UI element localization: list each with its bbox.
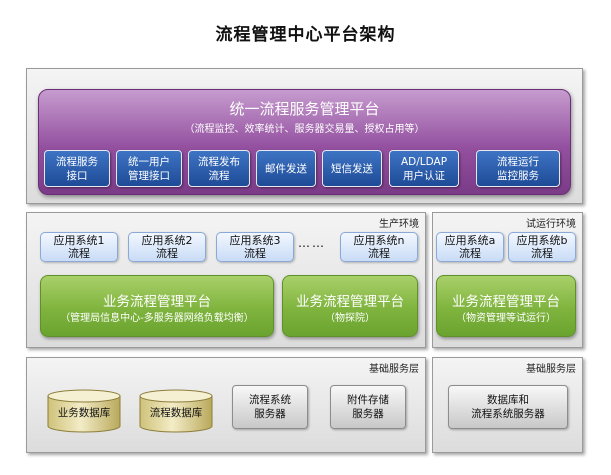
process-system-server[interactable]: 流程系统服务器: [232, 385, 308, 429]
bpm-platform-trial[interactable]: 业务流程管理平台 （物资管理等试运行）: [436, 275, 576, 337]
base-label-left: 基础服务层: [369, 364, 419, 375]
database-icon: [139, 389, 213, 433]
database-icon: [47, 389, 121, 433]
bpm-trial-subtitle: （物资管理等试运行）: [456, 313, 556, 324]
sms-send[interactable]: 短信发送: [322, 150, 382, 187]
bpm-platform-main[interactable]: 业务流程管理平台 （管理局信息中心-多服务器网络负载均衡）: [40, 275, 274, 337]
ellipsis: ……: [298, 236, 326, 250]
database-and-process-server[interactable]: 数据库和流程系统服务器: [448, 385, 568, 429]
process-monitor-service[interactable]: 流程运行监控服务: [476, 150, 560, 187]
base-label-right: 基础服务层: [526, 364, 576, 375]
bpm-platform-geophysical[interactable]: 业务流程管理平台 （物探院）: [282, 275, 418, 337]
bpm-geo-subtitle: （物探院）: [325, 313, 375, 324]
process-publish[interactable]: 流程发布流程: [188, 150, 250, 187]
attachment-storage-server[interactable]: 附件存储服务器: [330, 385, 406, 429]
bpm-trial-title: 业务流程管理平台: [452, 294, 560, 310]
unified-platform-title: 统一流程服务管理平台: [229, 100, 380, 118]
bpm-geo-title: 业务流程管理平台: [296, 294, 404, 310]
page-title: 流程管理中心平台架构: [215, 25, 396, 45]
unified-platform-subtitle: （流程监控、效率统计、服务器交易量、授权占用等）: [184, 124, 425, 135]
production-label: 生产环境: [379, 219, 419, 230]
process-database[interactable]: 流程数据库: [138, 388, 214, 434]
business-database[interactable]: 业务数据库: [46, 388, 122, 434]
process-service-interface[interactable]: 流程服务接口: [44, 150, 110, 187]
email-send[interactable]: 邮件发送: [256, 150, 316, 187]
trial-label: 试运行环境: [526, 219, 576, 230]
bpm-main-title: 业务流程管理平台: [103, 294, 211, 310]
bpm-main-subtitle: （管理局信息中心-多服务器网络负载均衡）: [60, 313, 254, 324]
unified-user-interface[interactable]: 统一用户管理接口: [116, 150, 182, 187]
